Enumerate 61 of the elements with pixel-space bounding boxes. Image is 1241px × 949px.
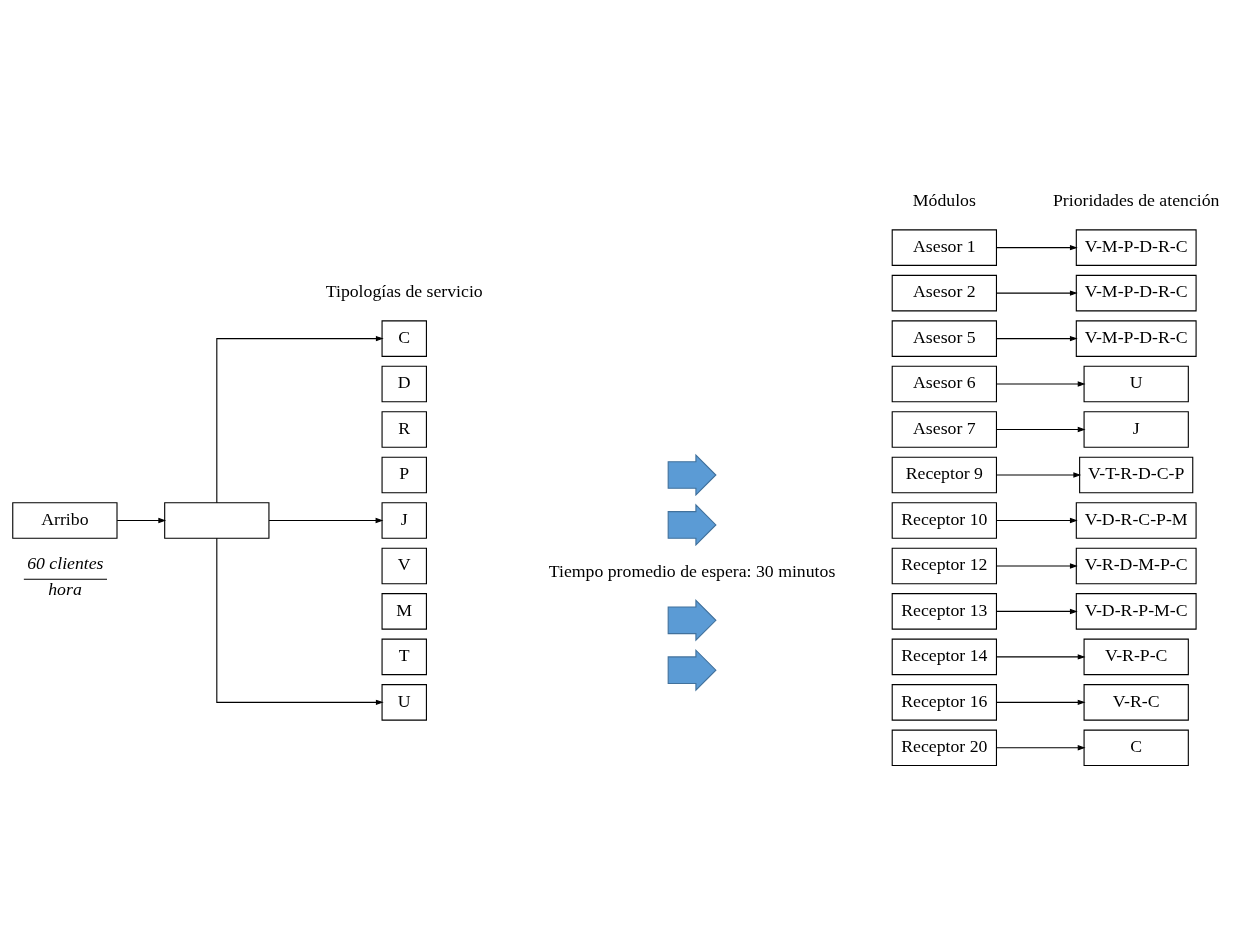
node-box: U	[381, 683, 427, 721]
arrow	[268, 517, 384, 523]
arrow	[996, 562, 1078, 569]
node-box: T	[381, 638, 427, 675]
node-box: Asesor 5	[891, 319, 997, 357]
node-box: V	[381, 547, 427, 584]
arrow	[996, 653, 1086, 660]
arrow	[996, 289, 1078, 296]
arrow	[996, 744, 1086, 751]
node-box: Receptor 10	[891, 501, 997, 539]
arrow	[996, 608, 1078, 614]
node-box: Receptor 13	[891, 592, 997, 630]
node-box: J	[381, 501, 427, 539]
node-arrow	[667, 453, 717, 496]
node-box: V-M-P-D-R-C	[1075, 319, 1197, 357]
node-box: C	[381, 319, 427, 357]
node-box: M	[381, 592, 427, 630]
node-box: V-D-R-P-M-C	[1075, 592, 1197, 630]
node-box: V-D-R-C-P-M	[1075, 501, 1197, 539]
arrow	[216, 537, 384, 705]
arrow	[996, 699, 1086, 705]
node-box: Receptor 14	[891, 638, 997, 675]
node-box: V-R-D-M-P-C	[1075, 547, 1197, 584]
label: hora	[48, 578, 82, 599]
arrow	[116, 517, 167, 523]
node-box: U	[1083, 365, 1189, 402]
node-box	[164, 501, 270, 539]
arrow	[996, 471, 1082, 478]
arrow	[996, 244, 1078, 250]
label: 60 clientes	[27, 552, 104, 573]
node-box: Receptor 16	[891, 683, 997, 721]
node-box: Asesor 7	[891, 410, 997, 448]
arrow	[996, 426, 1086, 432]
arrow	[216, 335, 384, 503]
node-box: Receptor 20	[891, 729, 997, 766]
node-arrow	[667, 648, 717, 691]
arrow	[996, 335, 1078, 341]
node-box: D	[381, 365, 427, 402]
label: Módulos	[912, 189, 976, 210]
arrow	[996, 517, 1078, 523]
label: Prioridades de atención	[1052, 189, 1220, 210]
node-box: Asesor 6	[891, 365, 997, 402]
node-box: R	[381, 410, 427, 448]
node-arrow	[667, 503, 717, 546]
node-box: V-T-R-D-C-P	[1079, 456, 1194, 493]
node-box: Receptor 12	[891, 547, 997, 584]
node-box: P	[381, 456, 427, 493]
node-box: C	[1083, 729, 1189, 766]
node-box: Asesor 2	[891, 274, 997, 311]
node-box: V-R-P-C	[1083, 638, 1189, 675]
node-box: J	[1083, 410, 1189, 448]
node-box: V-M-P-D-R-C	[1075, 274, 1197, 311]
node-box: Receptor 9	[891, 456, 997, 493]
node-arrow	[667, 598, 717, 642]
label: Tiempo promedio de espera: 30 minutos	[548, 560, 836, 581]
node-box: V-M-P-D-R-C	[1075, 228, 1197, 266]
node-box: Asesor 1	[891, 228, 997, 266]
node-box: Arribo	[12, 501, 118, 539]
node-box: V-R-C	[1083, 683, 1189, 721]
label: Tipologías de servicio	[325, 280, 483, 301]
arrow	[996, 380, 1086, 387]
